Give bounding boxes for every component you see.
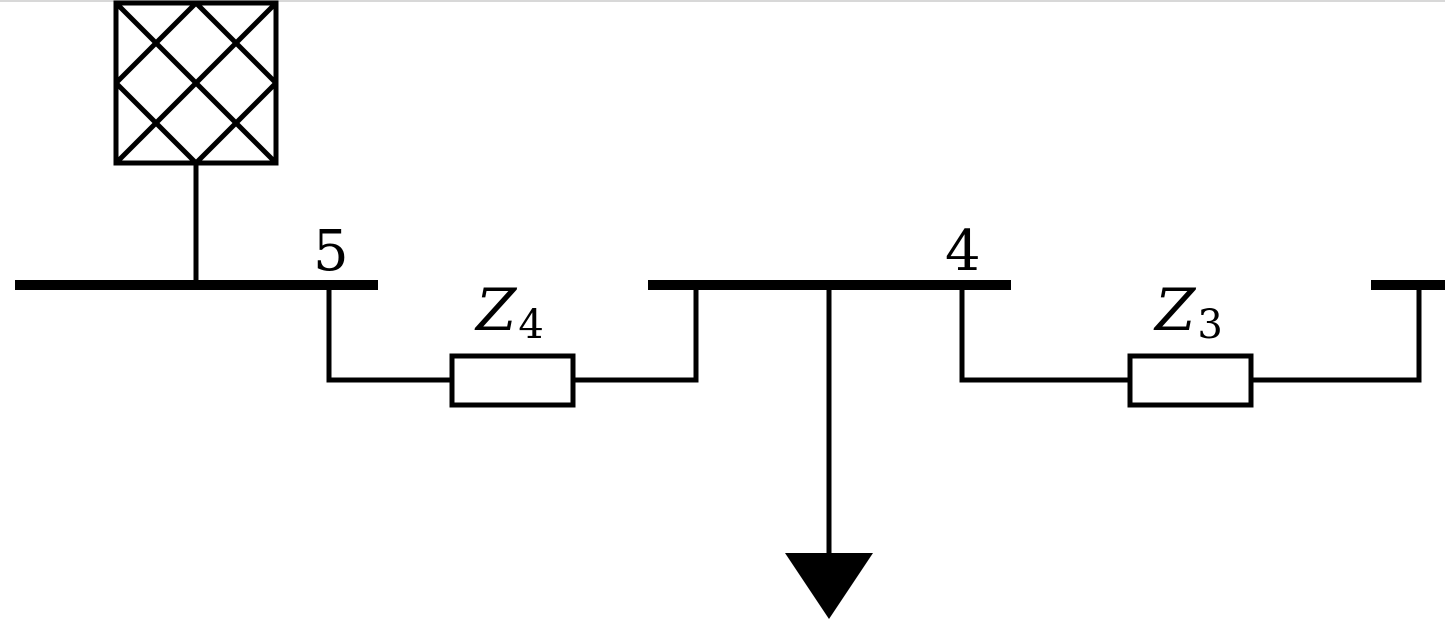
impedance-z3-label: Z3: [1153, 276, 1223, 348]
line-z4-left: [326, 282, 455, 383]
z3-symbol: Z: [1153, 276, 1197, 344]
impedance-z4: [449, 353, 576, 408]
bus-5-label: 5: [313, 219, 349, 284]
impedance-z3: [1127, 353, 1254, 408]
line-z4-right: [570, 282, 699, 383]
z4-symbol: Z: [474, 276, 518, 344]
generator-icon: [113, 0, 279, 166]
line-z3-left: [959, 282, 1133, 383]
load-arrow-icon: [785, 553, 873, 619]
impedance-z4-label: Z4: [474, 276, 544, 348]
line-z3-right: [1248, 282, 1422, 383]
z4-subscript: 4: [518, 302, 543, 348]
z3-subscript: 3: [1197, 302, 1222, 348]
bus-4-label: 4: [945, 219, 981, 284]
